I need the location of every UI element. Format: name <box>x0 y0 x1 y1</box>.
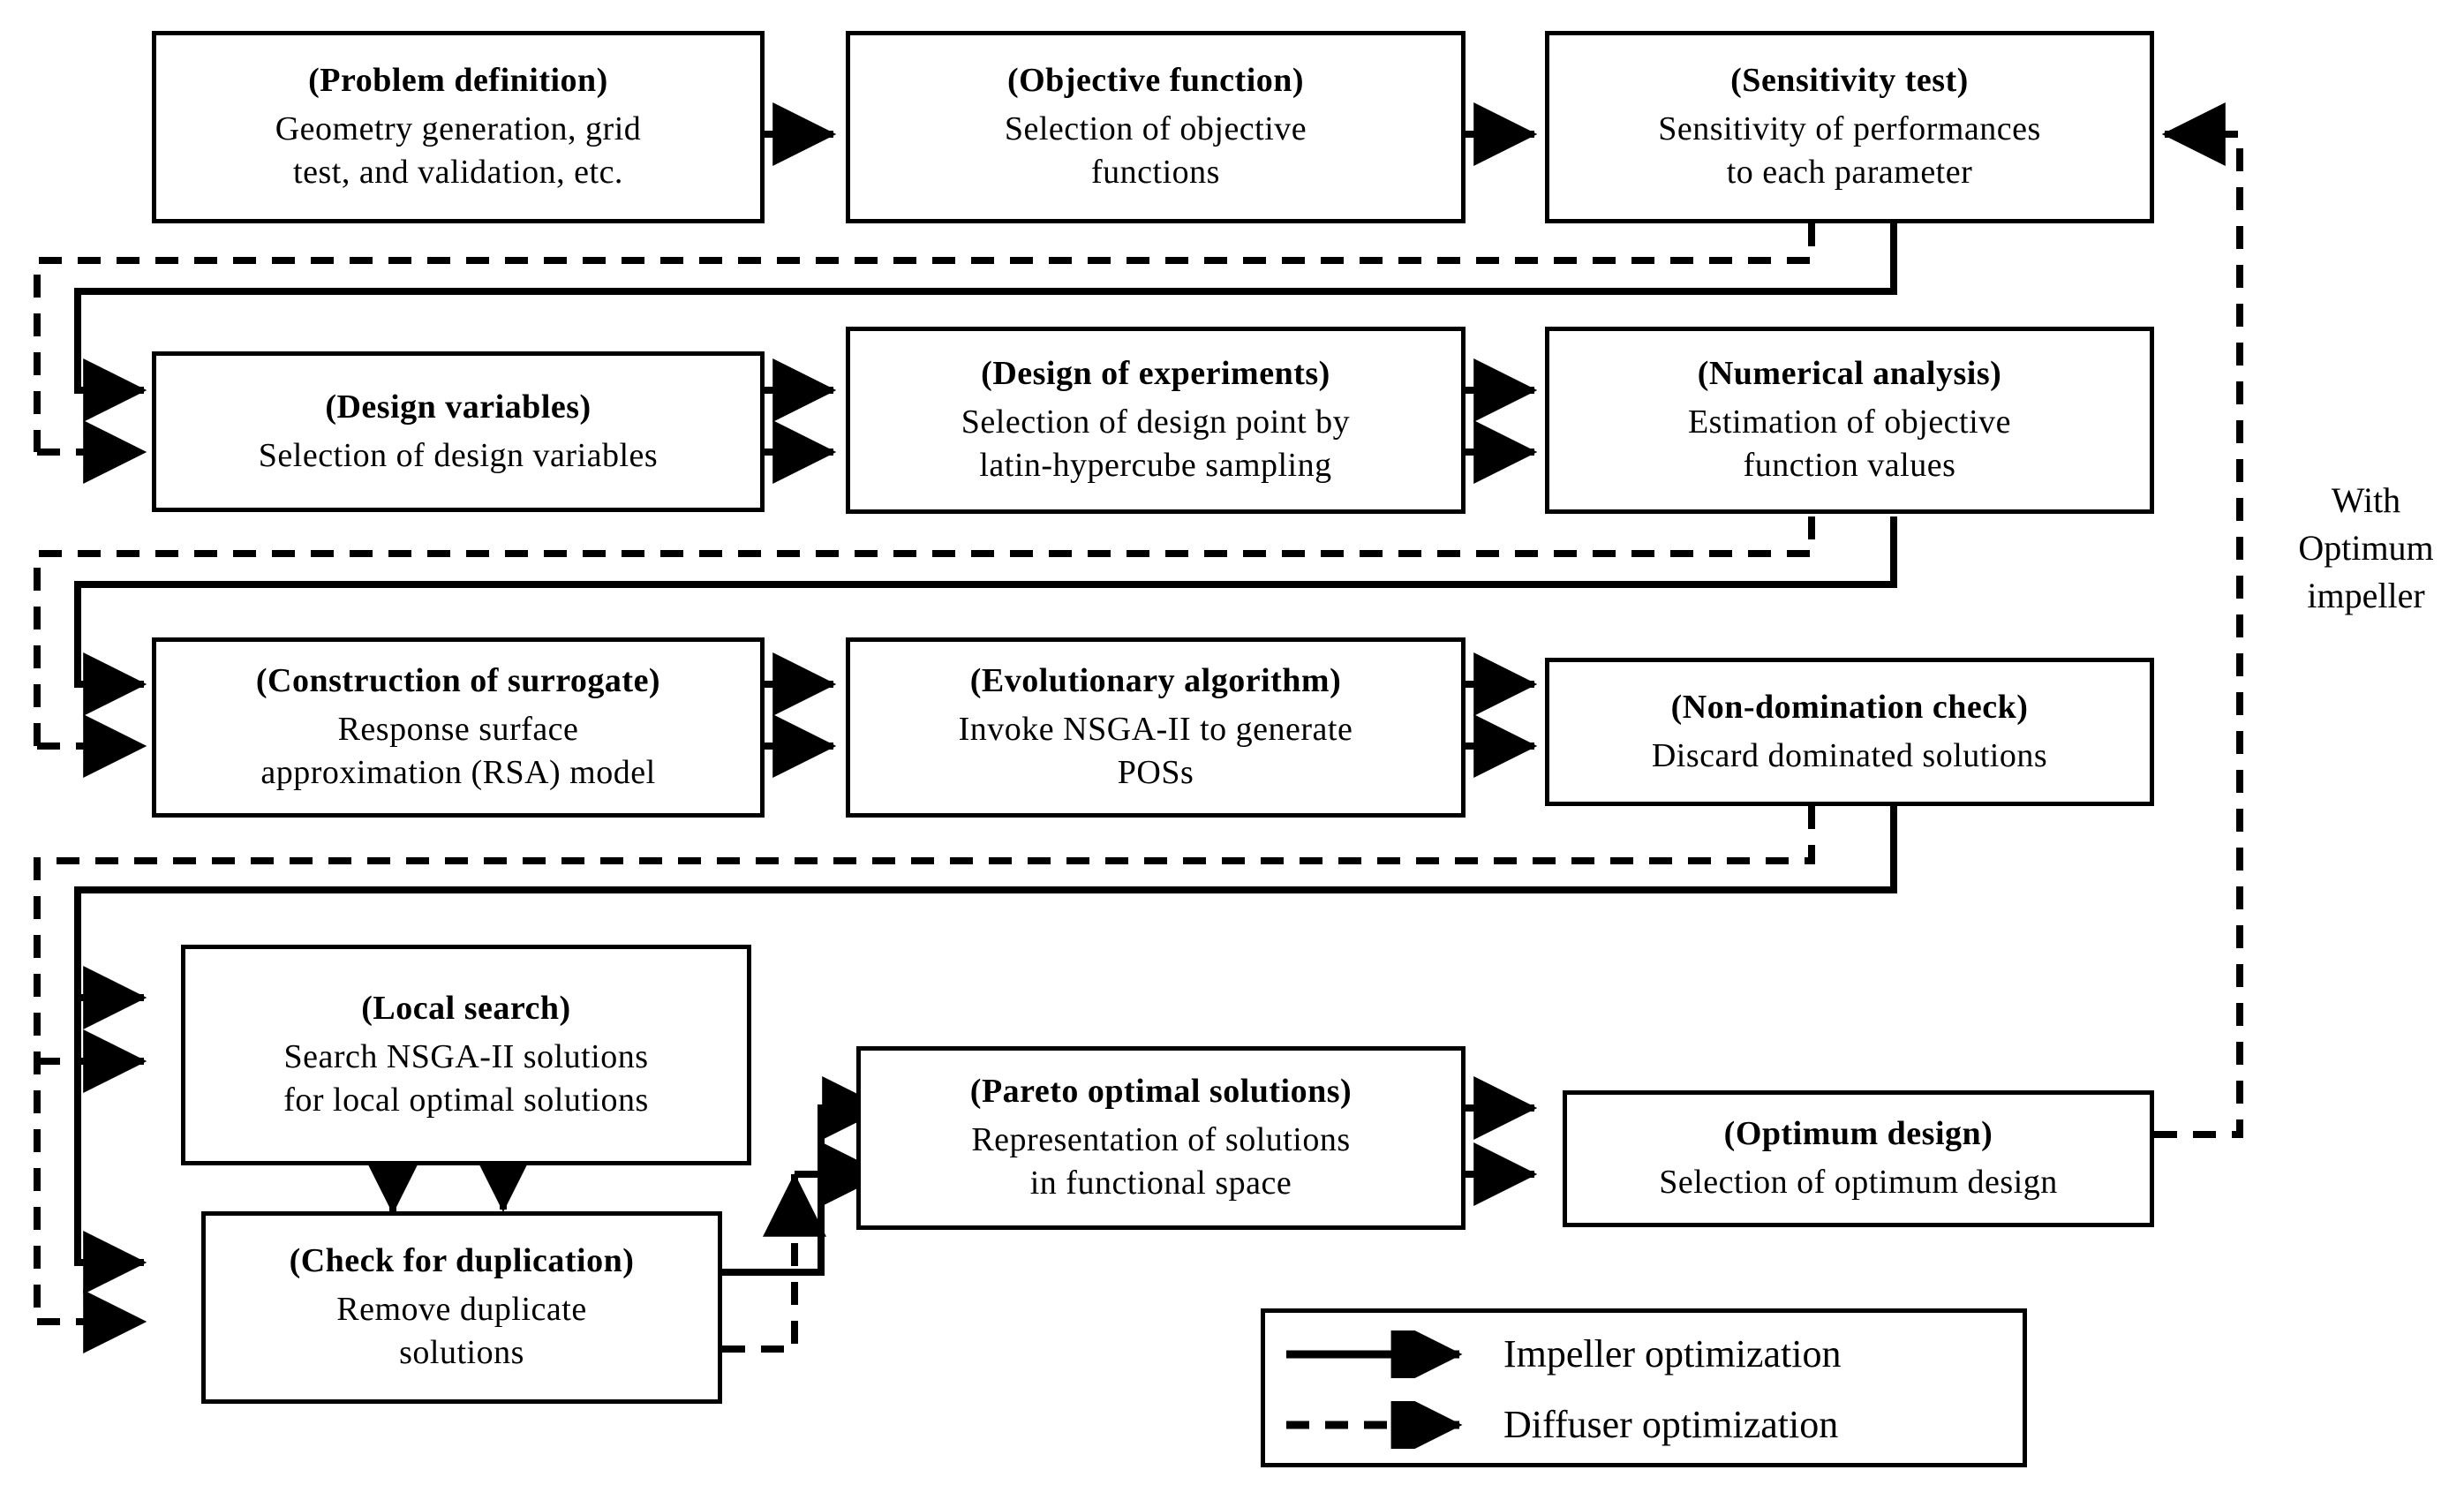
node-body: Response surface approximation (RSA) mod… <box>260 710 656 792</box>
node-body: Discard dominated solutions <box>1651 736 2048 774</box>
node-title: (Problem definition) <box>308 62 608 100</box>
node-numerical-analysis[interactable]: (Numerical analysis) Estimation of objec… <box>1545 327 2154 514</box>
wire-nondomination-to-localsearch-solid <box>74 806 1897 1029</box>
wire-nondomination-to-localsearch-dashed <box>34 806 1815 1322</box>
node-body: Invoke NSGA-II to generate POSs <box>958 710 1353 792</box>
node-local-search[interactable]: (Local search) Search NSGA-II solutions … <box>181 945 751 1165</box>
solid-arrow-icon <box>1286 1330 1463 1378</box>
node-sensitivity-test[interactable]: (Sensitivity test) Sensitivity of perfor… <box>1545 31 2154 223</box>
node-check-for-duplication[interactable]: (Check for duplication) Remove duplicate… <box>201 1211 722 1404</box>
legend-label: Diffuser optimization <box>1503 1403 1839 1446</box>
node-title: (Construction of surrogate) <box>255 662 661 700</box>
legend-item-diffuser-optimization: Diffuser optimization <box>1283 1401 1838 1449</box>
legend-label: Impeller optimization <box>1503 1332 1842 1376</box>
node-pareto-optimal-solutions[interactable]: (Pareto optimal solutions) Representatio… <box>856 1046 1466 1230</box>
node-body: Sensitivity of performances to each para… <box>1658 109 2041 192</box>
node-title: (Objective function) <box>1006 62 1305 100</box>
node-design-of-experiments[interactable]: (Design of experiments) Selection of des… <box>846 327 1466 514</box>
node-objective-function[interactable]: (Objective function) Selection of object… <box>846 31 1466 223</box>
wire-checkdup-to-pareto-dashed <box>722 1174 798 1353</box>
node-construction-of-surrogate[interactable]: (Construction of surrogate) Response sur… <box>152 637 765 818</box>
wire-numerical-to-surrogate-dashed <box>34 516 1815 746</box>
node-body: Selection of objective functions <box>1004 109 1307 192</box>
node-title: (Non-domination check) <box>1670 688 2029 726</box>
node-title: (Evolutionary algorithm) <box>969 662 1342 700</box>
node-body: Remove duplicate solutions <box>336 1290 587 1372</box>
node-body: Selection of optimum design <box>1659 1164 2058 1202</box>
node-title: (Check for duplication) <box>289 1242 635 1280</box>
node-body: Estimation of objective function values <box>1687 403 2012 485</box>
node-design-variables[interactable]: (Design variables) Selection of design v… <box>152 351 765 512</box>
feedback-label: With Optimum impeller <box>2298 480 2434 615</box>
dashed-arrow-icon <box>1286 1401 1463 1449</box>
node-body: Geometry generation, grid test, and vali… <box>275 109 642 192</box>
node-problem-definition[interactable]: (Problem definition) Geometry generation… <box>152 31 765 223</box>
wire-numerical-to-surrogate-solid <box>74 516 1897 716</box>
wire-left-solid-to-check-duplication <box>74 998 147 1294</box>
node-title: (Sensitivity test) <box>1730 62 1969 100</box>
node-evolutionary-algorithm[interactable]: (Evolutionary algorithm) Invoke NSGA-II … <box>846 637 1466 818</box>
node-title: (Optimum design) <box>1723 1115 1993 1153</box>
wire-optimum-to-sensitivity-dashed <box>2154 131 2243 1138</box>
node-title: (Numerical analysis) <box>1697 355 2002 393</box>
node-body: Selection of design point by latin-hyper… <box>961 403 1351 485</box>
node-title: (Local search) <box>361 990 571 1028</box>
legend-item-impeller-optimization: Impeller optimization <box>1283 1330 1841 1378</box>
node-body: Representation of solutions in functiona… <box>971 1120 1351 1202</box>
node-title: (Design variables) <box>325 388 592 426</box>
node-optimum-design[interactable]: (Optimum design) Selection of optimum de… <box>1563 1090 2154 1227</box>
node-title: (Pareto optimal solutions) <box>969 1073 1353 1111</box>
wire-sensitivity-to-design-variables-dashed <box>34 223 1815 452</box>
node-body: Selection of design variables <box>258 436 659 474</box>
wire-sensitivity-to-design-variables-solid <box>74 223 1897 422</box>
legend-box: Impeller optimization Diffuser optimizat… <box>1261 1308 2027 1467</box>
node-title: (Design of experiments) <box>981 355 1330 393</box>
node-non-domination-check[interactable]: (Non-domination check) Discard dominated… <box>1545 658 2154 806</box>
node-body: Search NSGA-II solutions for local optim… <box>283 1037 649 1119</box>
